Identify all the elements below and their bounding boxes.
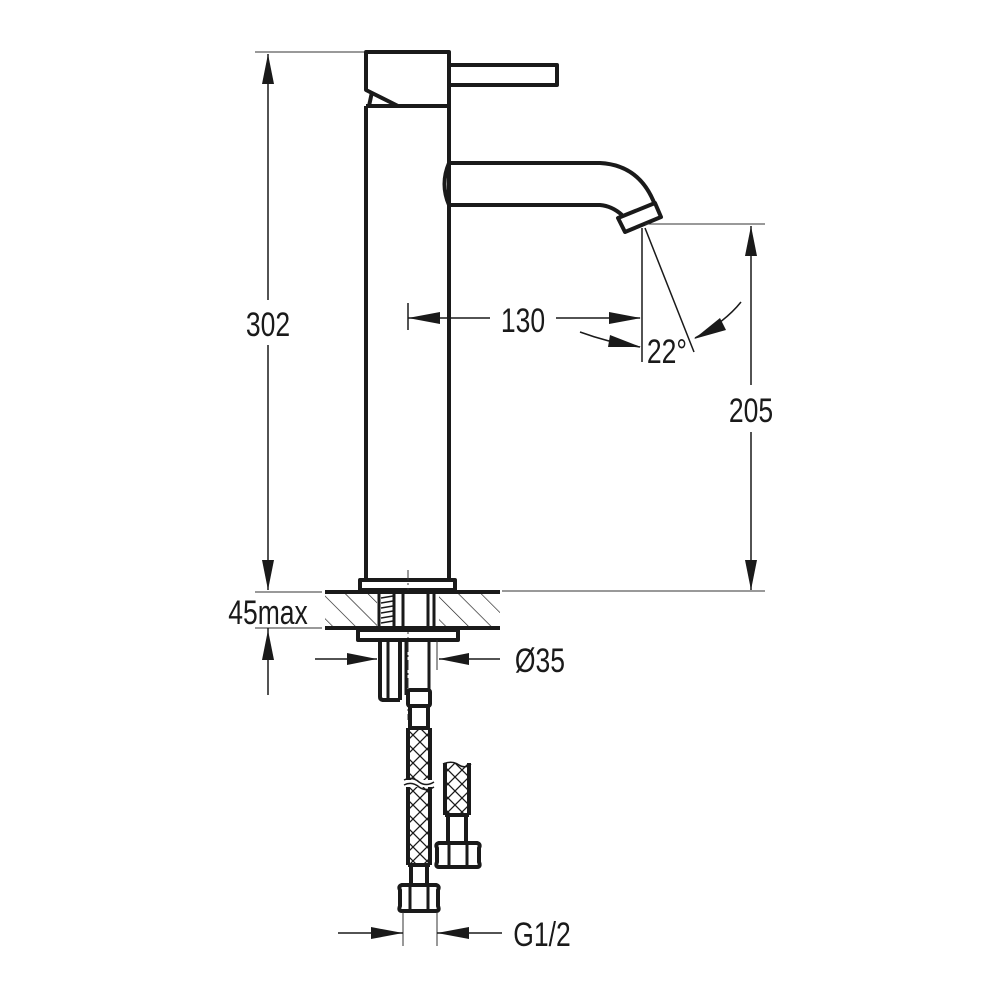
label-connection-thread: G1/2 xyxy=(513,916,570,954)
spout xyxy=(442,161,663,234)
dimension-spout-reach xyxy=(407,228,643,362)
hose-long xyxy=(397,688,441,913)
dimension-spout-angle xyxy=(579,227,742,353)
label-overall-height: 302 xyxy=(246,306,290,344)
countertop-section xyxy=(325,590,500,630)
dimension-counter-thickness xyxy=(255,591,322,695)
fixing-stud xyxy=(378,640,431,702)
label-counter-thickness: 45max xyxy=(228,594,308,632)
label-spout-height: 205 xyxy=(729,392,773,430)
dimension-connection-thread xyxy=(338,912,502,946)
label-spout-reach: 130 xyxy=(501,302,545,340)
label-hole-diameter: Ø35 xyxy=(515,642,565,680)
tap-body xyxy=(364,104,451,580)
dimension-hole-diameter xyxy=(315,640,500,670)
hose-short xyxy=(434,761,482,869)
tap-handle xyxy=(364,50,559,108)
mounting-plate xyxy=(356,628,460,642)
label-spout-angle: 22° xyxy=(647,333,687,371)
dimension-spout-height xyxy=(502,223,765,592)
dimension-overall-height xyxy=(255,51,364,590)
